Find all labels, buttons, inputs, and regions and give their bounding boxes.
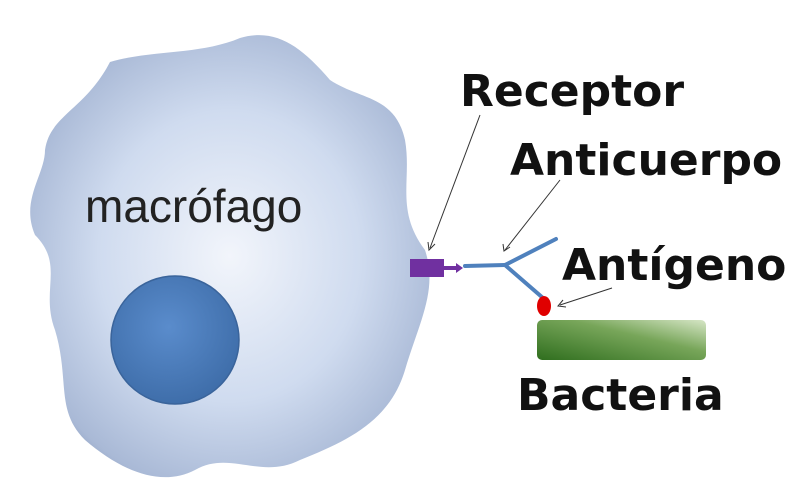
receptor-arrowhead — [456, 263, 463, 273]
antibody-label: Anticuerpo — [510, 135, 782, 186]
antigen — [537, 296, 551, 316]
receptor-label: Receptor — [460, 66, 684, 117]
macrophage-cell — [30, 35, 430, 478]
antibody — [463, 237, 558, 300]
bacteria — [537, 320, 706, 360]
bacteria-label: Bacteria — [517, 370, 724, 421]
receptor — [410, 259, 444, 277]
antigen-label: Antígeno — [562, 240, 786, 291]
nucleus — [110, 275, 240, 405]
cell-label: macrófago — [85, 180, 302, 232]
pointer-arrows — [427, 114, 613, 308]
